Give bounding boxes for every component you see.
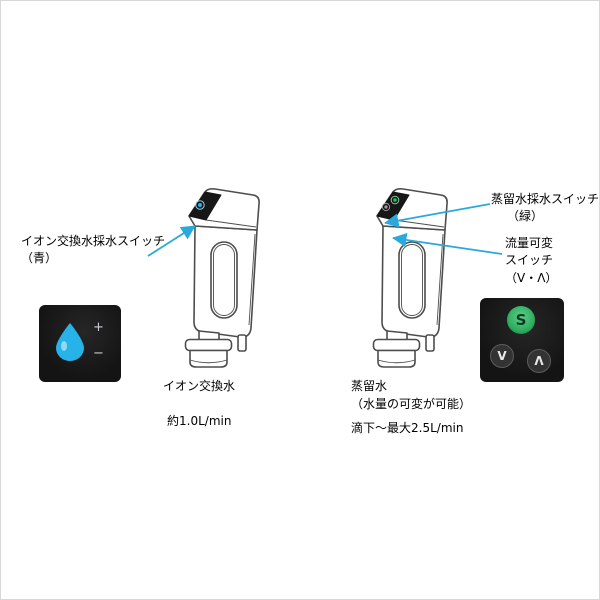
minus-mark: − [93, 346, 104, 361]
caption-distilled-line2: （水量の可変が可能） [351, 397, 472, 411]
caption-distilled-line1: 蒸留水 [351, 379, 388, 393]
caption-distilled-flow-rate: 滴下～最大2.5L/min [351, 421, 464, 435]
plus-mark: + [93, 320, 104, 335]
label-ion-switch-line2: （青） [21, 251, 58, 266]
water-drop-icon [56, 323, 84, 361]
flow-switch-icon [381, 202, 391, 212]
blue-switch-icon [195, 200, 205, 210]
label-ion-switch: イオン交換水採水スイッチ （青） [21, 233, 165, 268]
label-flow-switch-line3: （V・Λ） [505, 270, 558, 285]
flow-up-label: Λ [534, 354, 544, 368]
caption-ion-flow-rate: 約1.0L/min [167, 414, 232, 428]
label-flow-switch: 流量可変 スイッチ （V・Λ） [505, 235, 557, 287]
caption-ion-water: イオン交換水 [163, 379, 236, 393]
flow-down-button-icon: V [490, 344, 514, 368]
faucet-illustration-distilled [372, 188, 448, 368]
flow-down-label: V [497, 349, 507, 363]
label-distilled-switch-line1: 蒸留水採水スイッチ [491, 192, 600, 206]
s-button-icon: S [507, 306, 535, 334]
label-flow-switch-line2: スイッチ [505, 253, 554, 268]
label-distilled-switch: 蒸留水採水スイッチ （緑） [491, 191, 599, 226]
green-switch-icon [390, 195, 400, 205]
distilled-switch-panel-photo: S V Λ [480, 298, 564, 382]
s-button-label: S [515, 311, 527, 329]
label-flow-switch-line1: 流量可変 [505, 236, 554, 250]
label-distilled-switch-line2: （緑） [507, 209, 544, 224]
flow-up-button-icon: Λ [527, 349, 551, 373]
faucet-head-panel [188, 191, 222, 221]
caption-distilled-water: 蒸留水 （水量の可変が可能） [351, 377, 471, 413]
label-ion-switch-line1: イオン交換水採水スイッチ [21, 234, 166, 248]
faucet-illustration-ion-exchange [184, 188, 260, 368]
ion-switch-panel-photo: + − [39, 305, 121, 382]
